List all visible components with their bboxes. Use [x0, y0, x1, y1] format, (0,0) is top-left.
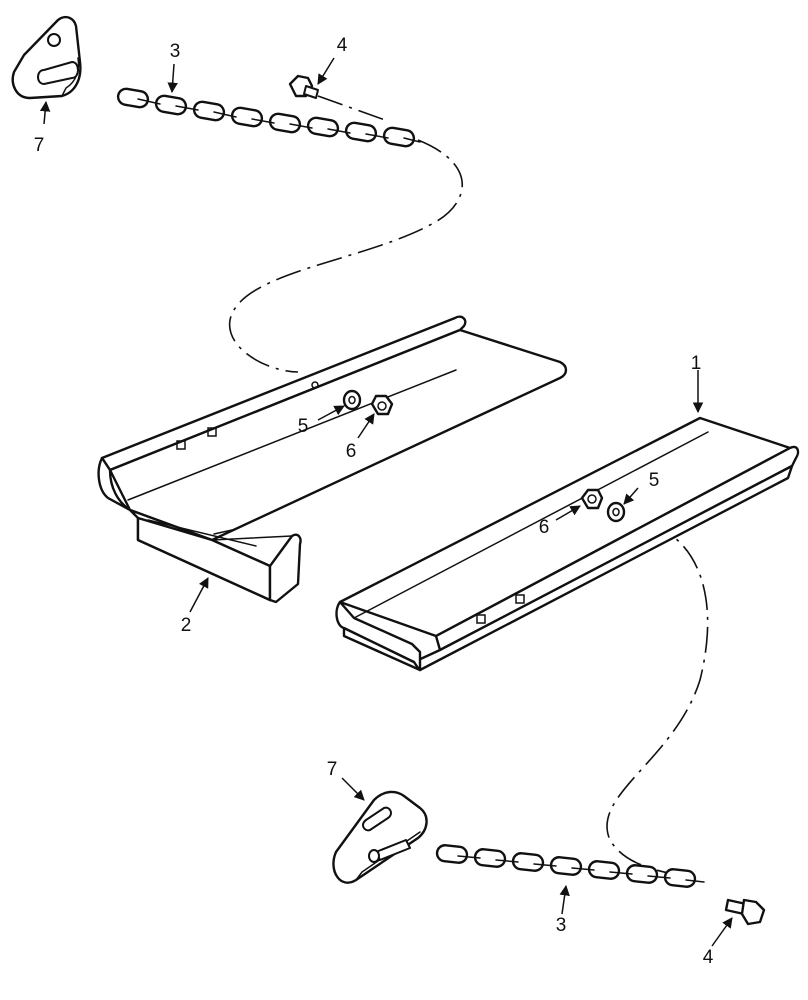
tray-right: [335, 416, 800, 672]
assembly-line-top: [229, 95, 463, 373]
bracket-bottom: [332, 790, 428, 884]
bracket-top: [11, 15, 82, 100]
callout-1: 1: [691, 353, 702, 374]
callout-7-top: 7: [34, 135, 45, 156]
callout-5-left: 5: [298, 416, 309, 437]
callout-4-top: 4: [337, 35, 348, 56]
callout-3-top: 3: [170, 41, 181, 62]
callout-7-bottom: 7: [327, 759, 338, 780]
washer-left: [342, 389, 362, 411]
callout-arrows: [39, 57, 733, 947]
callout-6-left: 6: [346, 441, 357, 462]
tray-left: [97, 315, 568, 604]
callout-4-bottom: 4: [703, 947, 714, 968]
bolt-top: [288, 74, 319, 99]
callout-3-bottom: 3: [556, 915, 567, 936]
bolt-bottom: [724, 898, 766, 926]
nut-right: [580, 488, 604, 510]
nut-left: [370, 394, 394, 416]
chain-bottom: [435, 844, 705, 888]
chain-top: [116, 87, 421, 148]
callout-2: 2: [181, 615, 192, 636]
callout-5-right: 5: [649, 470, 660, 491]
washer-right: [606, 501, 626, 523]
callout-6-right: 6: [539, 517, 550, 538]
